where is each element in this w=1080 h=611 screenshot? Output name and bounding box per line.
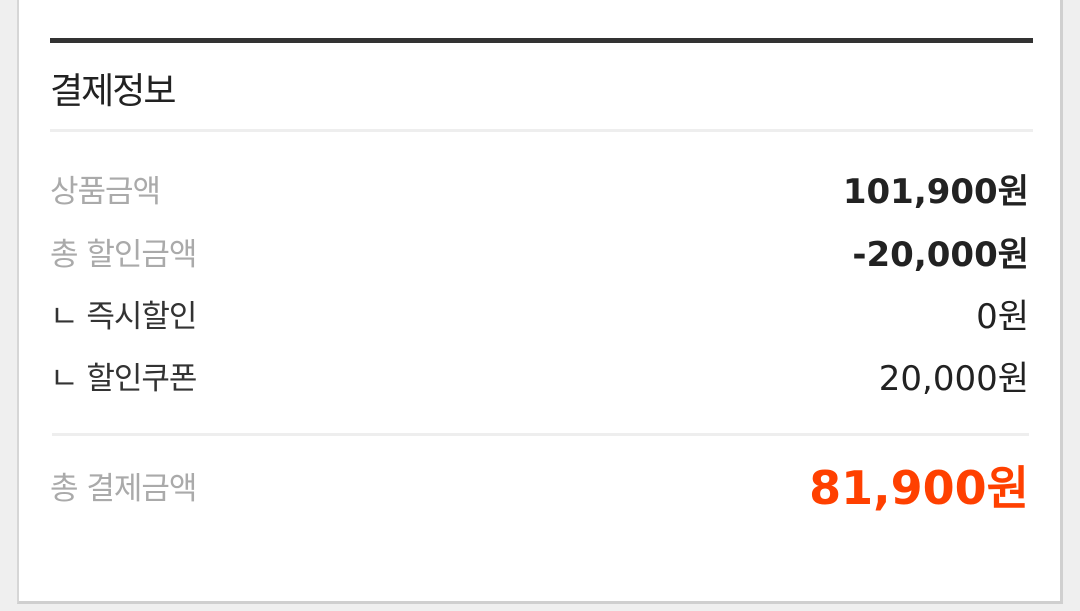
row-instant-discount: ㄴ 즉시할인 0원 <box>50 289 1029 338</box>
row-value: 0원 <box>976 297 1029 337</box>
total-value: 81,900원 <box>809 461 1029 515</box>
row-total-payment: 총 결제금액 81,900원 <box>50 452 1029 518</box>
section-title: 결제정보 <box>50 71 176 112</box>
row-label: 상품금액 <box>50 174 161 210</box>
row-product-amount: 상품금액 101,900원 <box>50 164 1029 213</box>
row-value: 101,900원 <box>842 172 1029 212</box>
row-label: 총 할인금액 <box>50 237 197 273</box>
row-label: ㄴ 할인쿠폰 <box>50 361 197 397</box>
row-coupon-discount: ㄴ 할인쿠폰 20,000원 <box>50 351 1029 400</box>
row-label: ㄴ 즉시할인 <box>50 299 197 335</box>
row-value: -20,000원 <box>852 235 1029 275</box>
divider <box>50 129 1033 132</box>
row-value: 20,000원 <box>878 359 1029 399</box>
row-total-discount: 총 할인금액 -20,000원 <box>50 227 1029 276</box>
section-top-border <box>50 38 1033 43</box>
payment-info-card: 결제정보 상품금액 101,900원 총 할인금액 -20,000원 ㄴ 즉시할… <box>17 0 1063 604</box>
total-label: 총 결제금액 <box>50 470 197 507</box>
divider <box>52 433 1029 436</box>
